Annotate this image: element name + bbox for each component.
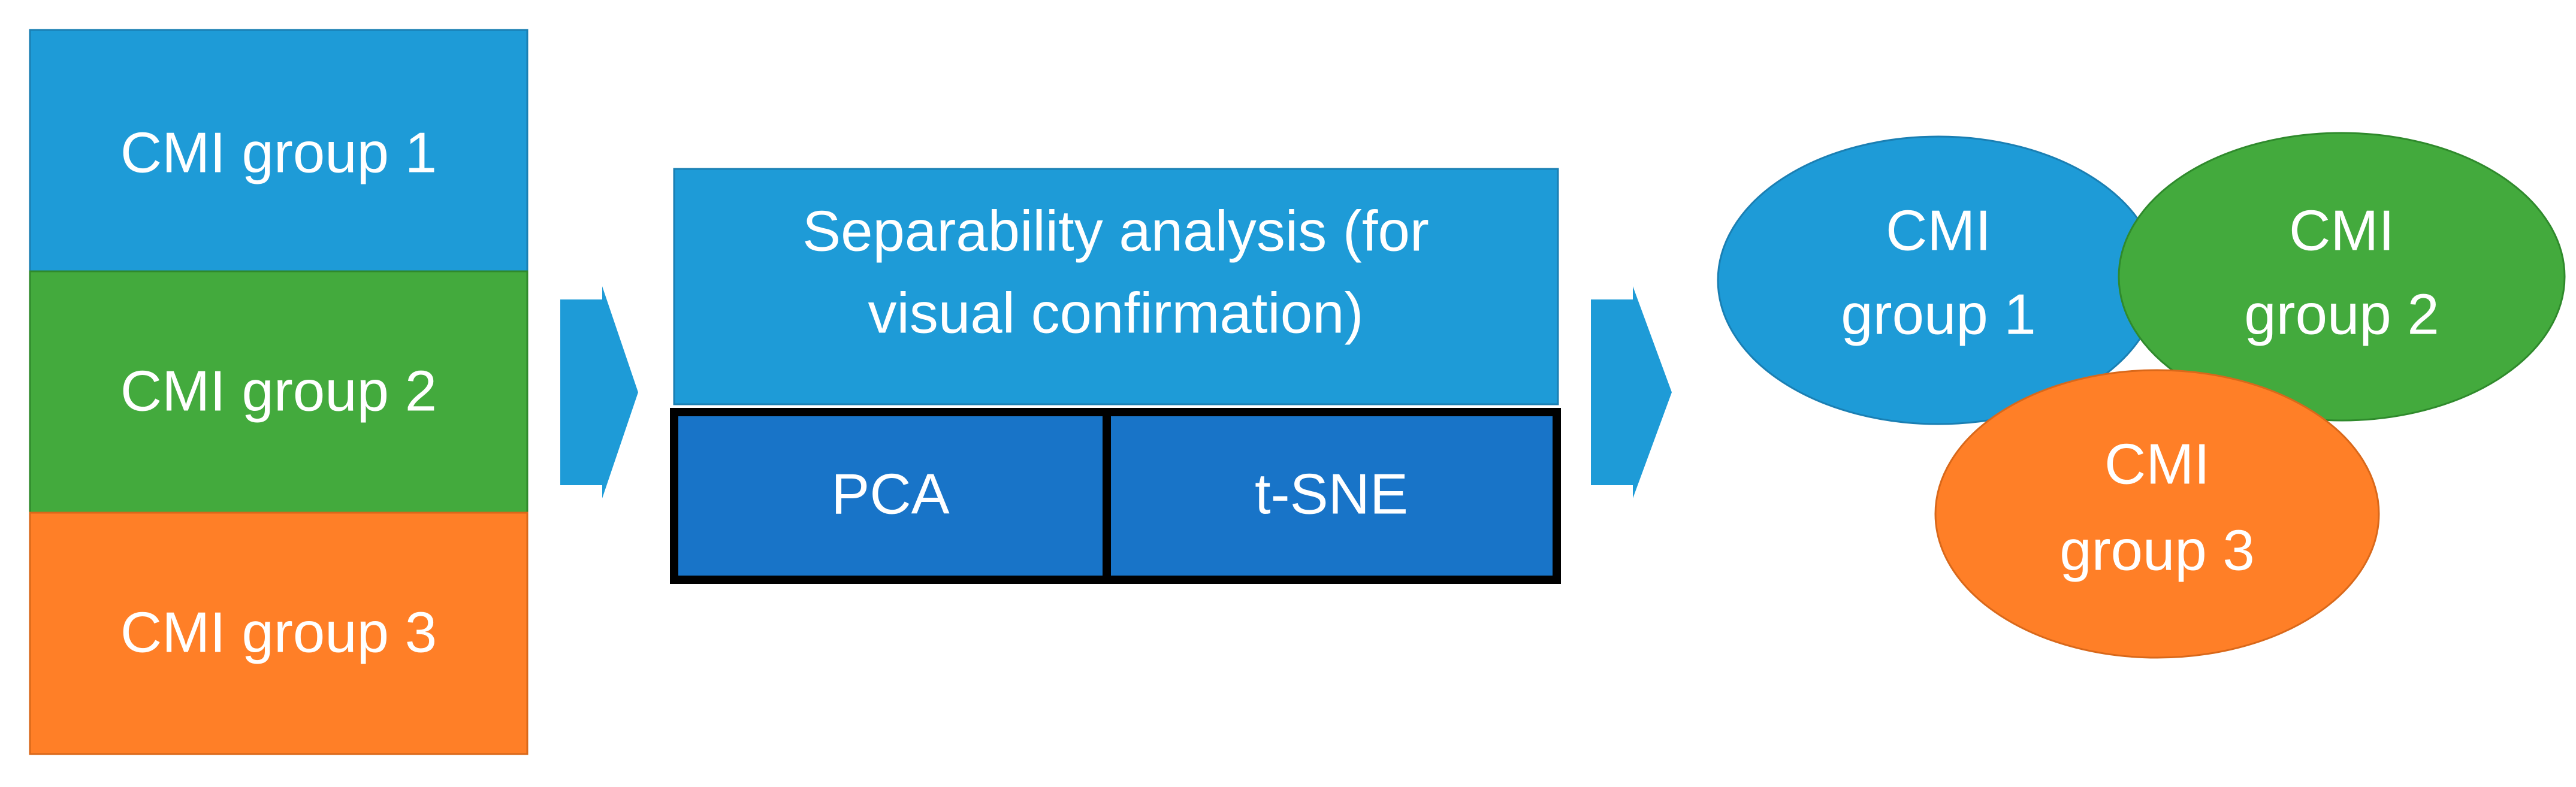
cluster-group-3-line-2: group 3 <box>2059 518 2255 582</box>
input-group-3-label: CMI group 3 <box>120 600 437 664</box>
cluster-group-1-line-1: CMI <box>1886 198 1991 262</box>
cluster-group-1-line-2: group 1 <box>1841 282 2036 346</box>
analysis-title-line-1: Separability analysis (for <box>802 199 1429 263</box>
cluster-group-2-ellipse <box>2118 132 2566 422</box>
analysis-title-line-2: visual confirmation) <box>868 281 1364 345</box>
cluster-group-2-line-2: group 2 <box>2244 282 2439 346</box>
method-tsne-box <box>1103 408 1561 584</box>
cluster-group-2-line-1: CMI <box>2289 198 2394 262</box>
input-group-1-box <box>29 29 529 273</box>
cluster-group-3-line-1: CMI <box>2104 432 2210 496</box>
input-group-1-label: CMI group 1 <box>120 120 437 184</box>
cluster-group-3-ellipse <box>1934 369 2380 659</box>
output-clusters: CMI group 1 CMI group 2 CMI group 3 <box>1717 132 2566 659</box>
input-group-3-box <box>29 511 529 755</box>
input-group-stack: CMI group 1 CMI group 2 CMI group 3 <box>29 29 529 755</box>
arrow-right-1-icon <box>560 286 638 498</box>
input-group-2-box <box>29 270 529 514</box>
analysis-block: Separability analysis (for visual confir… <box>670 168 1561 584</box>
method-tsne-label: t-SNE <box>1255 462 1408 526</box>
analysis-title-box <box>673 168 1559 405</box>
method-pca-box <box>670 408 1111 584</box>
input-group-2-label: CMI group 2 <box>120 359 437 423</box>
method-pca-label: PCA <box>831 462 949 526</box>
arrow-right-2-icon <box>1591 286 1672 498</box>
